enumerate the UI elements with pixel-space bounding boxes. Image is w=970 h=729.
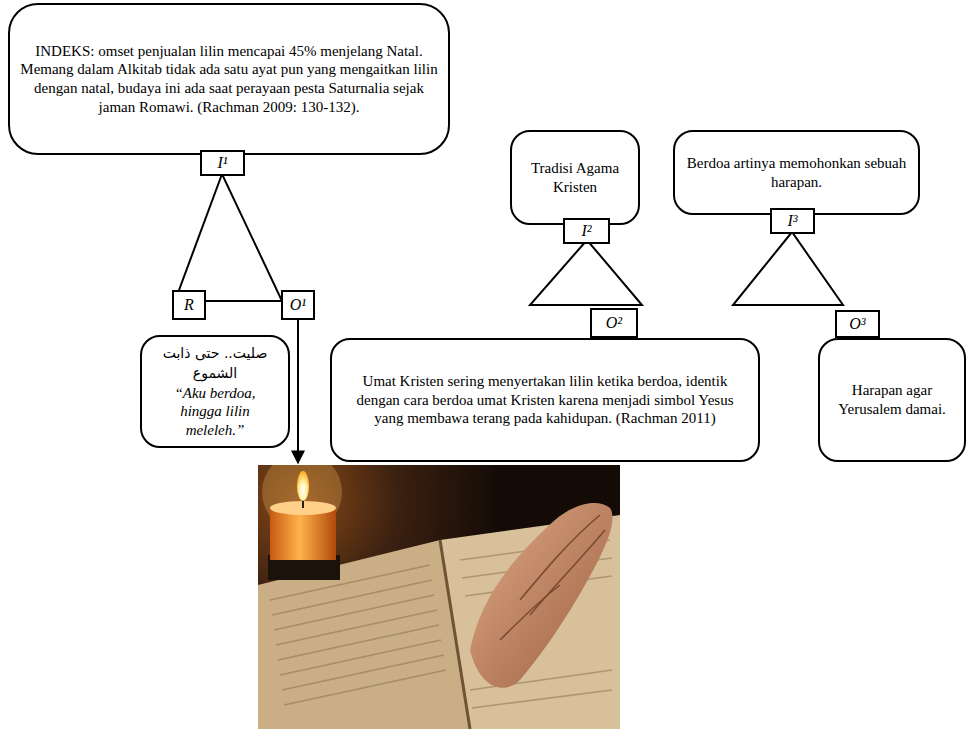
- sign-label: R: [172, 290, 206, 320]
- prayer-photo: [258, 465, 620, 729]
- node-text: “Aku berdoa, hingga lilin meleleh.”: [152, 384, 278, 440]
- node-text: Umat Kristen sering menyertakan lilin ke…: [342, 372, 748, 428]
- triangle: [530, 240, 642, 305]
- sign-label: O²: [590, 308, 638, 338]
- sign-letter: O³: [849, 314, 865, 334]
- node-text: INDEKS: omset penjualan lilin mencapai 4…: [20, 42, 438, 117]
- sign-letter: O²: [606, 313, 622, 333]
- photo-ground: [258, 465, 620, 729]
- interpretant-box: Tradisi Agama Kristen: [510, 130, 640, 225]
- sign-letter: I³: [787, 211, 797, 231]
- node-text: Berdoa artinya memohonkan sebuah harapan…: [685, 154, 908, 192]
- book-page: [258, 540, 470, 729]
- node-text: Harapan agar Yerusalem damai.: [830, 381, 954, 419]
- pointer-arrow: [297, 320, 299, 463]
- sign-letter: R: [184, 295, 194, 315]
- sign-letter: I²: [581, 221, 591, 241]
- finger-lines: [500, 515, 605, 640]
- representamen-box: صليت.. حتى ذابت الشموع“Aku berdoa, hingg…: [140, 335, 290, 448]
- sign-letter: I¹: [217, 153, 227, 173]
- object-box: Umat Kristen sering menyertakan lilin ke…: [330, 338, 760, 462]
- sign-label: I²: [563, 218, 610, 244]
- index-box: INDEKS: omset penjualan lilin mencapai 4…: [8, 3, 450, 155]
- candle: [270, 508, 336, 560]
- sign-label: I³: [770, 208, 815, 234]
- book-spine: [440, 540, 470, 729]
- sign-label: O³: [835, 310, 880, 338]
- node-text: صليت.. حتى ذابت الشموع: [152, 343, 278, 384]
- sign-letter: O¹: [290, 295, 306, 315]
- interpretant-box: Berdoa artinya memohonkan sebuah harapan…: [673, 130, 920, 215]
- sign-label: I¹: [200, 150, 245, 176]
- triangle: [733, 232, 843, 305]
- object-box: Harapan agar Yerusalem damai.: [818, 338, 966, 462]
- candle-flame: [297, 471, 309, 501]
- node-text: Tradisi Agama Kristen: [522, 159, 628, 197]
- sign-label: O¹: [281, 290, 315, 320]
- praying-hands: [470, 503, 612, 688]
- triangle: [175, 174, 282, 301]
